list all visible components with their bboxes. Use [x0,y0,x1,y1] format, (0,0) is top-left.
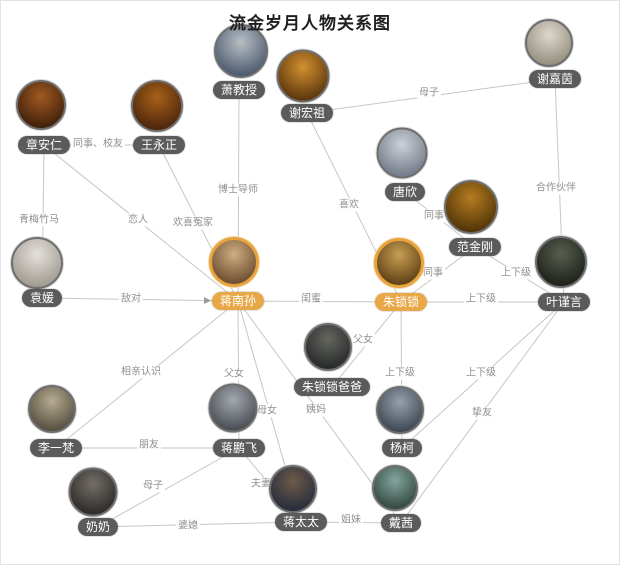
character-label-daiqian[interactable]: 戴茜 [380,514,422,532]
character-label-xiejiayin[interactable]: 谢嘉茵 [528,70,582,88]
character-photo-zhanganren[interactable] [16,80,66,130]
edge-label: 喜欢 [337,198,361,212]
edge-label: 挚友 [470,406,494,420]
edge-label: 同事 [422,209,446,223]
character-label-zhanganren[interactable]: 章安仁 [17,136,71,154]
edge-nainai-jiangpengfei [97,447,240,528]
edge-label: 母子 [417,86,441,100]
character-photo-nainai[interactable] [68,467,118,517]
character-label-yangke[interactable]: 杨柯 [381,439,423,457]
character-photo-jiangtaitai[interactable] [269,465,317,513]
edge-label: 上下级 [383,366,417,380]
character-photo-liyifan[interactable] [28,385,76,433]
character-photo-xiaojiaoshou[interactable] [214,24,268,78]
character-label-wangyongzheng[interactable]: 王永正 [132,136,186,154]
edge-label: 母子 [141,479,165,493]
edge-label: 朋友 [137,438,161,452]
character-photo-yuanyuan[interactable] [11,237,63,289]
character-label-jiangnansun[interactable]: 蒋南孙 [211,292,265,310]
edge-label: 上下级 [499,266,533,280]
character-label-fanjingang[interactable]: 范金刚 [448,238,502,256]
edge-label: 上下级 [464,292,498,306]
edge-label: 夫妻 [249,477,273,491]
page-title: 流金岁月人物关系图 [229,14,391,33]
character-photo-yangke[interactable] [376,386,424,434]
edge-label: 恋人 [126,213,150,227]
character-photo-yejinyan[interactable] [535,236,587,288]
character-photo-wangyongzheng[interactable] [131,80,183,132]
edge-label: 父女 [222,367,246,381]
character-label-liyifan[interactable]: 李一梵 [29,439,83,457]
edge-label: 闺蜜 [299,292,323,306]
edge-label: 青梅竹马 [17,213,61,227]
character-photo-jiangnansun[interactable] [209,237,259,287]
character-label-xiehongzu[interactable]: 谢宏祖 [280,104,334,122]
character-photo-jiangpengfei[interactable] [208,383,258,433]
edge-label: 姐妹 [339,513,363,527]
character-photo-fanjingang[interactable] [444,180,498,234]
character-photo-zhusuosuobaba[interactable] [304,323,352,371]
character-photo-xiejiayin[interactable] [525,19,573,67]
character-photo-daiqian[interactable] [372,465,418,511]
edge-label: 父女 [351,333,375,347]
arrowhead-icon [203,296,212,304]
character-label-yuanyuan[interactable]: 袁媛 [21,289,63,307]
character-photo-zhusuosuo[interactable] [374,238,424,288]
edge-label: 博士导师 [216,183,260,197]
character-label-tangxin[interactable]: 唐欣 [384,183,426,201]
character-label-jiangtaitai[interactable]: 蒋太太 [274,513,328,531]
edge-label: 敌对 [119,292,143,306]
edge-label: 欢喜冤家 [171,216,215,230]
edge-label: 婆媳 [176,519,200,533]
character-label-zhusuosuo[interactable]: 朱锁锁 [374,293,428,311]
edge-label: 母女 [255,404,279,418]
edge-label: 合作伙伴 [534,181,578,195]
edge-label: 同事、校友 [71,137,125,151]
edge-label: 同事 [421,266,445,280]
character-label-nainai[interactable]: 奶奶 [77,518,119,536]
character-label-jiangpengfei[interactable]: 蒋鹏飞 [212,439,266,457]
character-label-yejinyan[interactable]: 叶谨言 [537,293,591,311]
edge-label: 姨妈 [304,403,328,417]
character-label-xiaojiaoshou[interactable]: 萧教授 [212,81,266,99]
edge-label: 相亲认识 [119,365,163,379]
character-label-zhusuosuobaba[interactable]: 朱锁锁爸爸 [293,378,371,396]
character-photo-xiehongzu[interactable] [276,49,330,103]
character-photo-tangxin[interactable] [376,127,428,179]
edge-label: 上下级 [464,366,498,380]
